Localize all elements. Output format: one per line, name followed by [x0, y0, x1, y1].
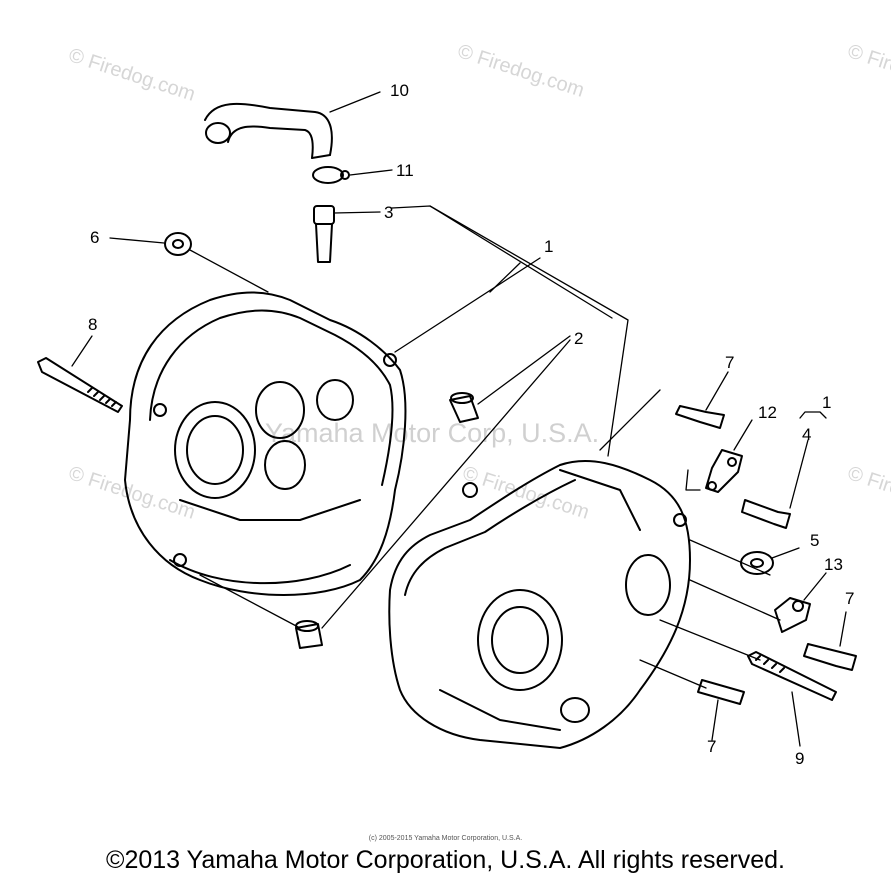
part-7-bolt	[697, 679, 745, 705]
part-7-bolt	[803, 643, 857, 671]
part-9-bolt	[747, 651, 837, 701]
callout-8: 8	[88, 315, 97, 334]
part-5-washer	[740, 551, 774, 575]
part-11-clip	[312, 166, 350, 184]
left-crankcase	[124, 291, 407, 596]
leader-lines	[71, 91, 847, 747]
part-3-fitting	[313, 205, 335, 263]
callout-7: 7	[707, 737, 716, 756]
callout-1: 1	[822, 393, 831, 412]
part-2-dowel	[449, 392, 479, 423]
part-7-bolt	[675, 405, 725, 429]
part-4-bolt	[741, 499, 791, 529]
callout-7: 7	[725, 353, 734, 372]
callout-6: 6	[90, 228, 99, 247]
callout-5: 5	[810, 531, 819, 550]
copyright-notice: ©2013 Yamaha Motor Corporation, U.S.A. A…	[106, 846, 785, 874]
callout-10: 10	[390, 81, 409, 100]
part-13-switch	[774, 597, 811, 633]
callout-4: 4	[802, 425, 811, 444]
small-credit: (c) 2005-2015 Yamaha Motor Corporation, …	[368, 835, 523, 842]
right-crankcase	[388, 459, 691, 749]
callout-1: 1	[544, 237, 553, 256]
callout-11: 11	[396, 161, 414, 180]
callout-9: 9	[795, 749, 804, 768]
callout-12: 12	[758, 403, 777, 422]
callout-3: 3	[384, 203, 393, 222]
callout-2: 2	[574, 329, 583, 348]
callout-13: 13	[824, 555, 843, 574]
part-12-bracket	[705, 449, 743, 493]
center-watermark: Yamaha Motor Corp, U.S.A.	[265, 418, 600, 448]
part-2-dowel	[295, 620, 323, 649]
part-8-bolt	[37, 357, 123, 413]
part-10-hose	[204, 102, 333, 159]
part-6-seal	[164, 232, 192, 256]
callout-7: 7	[845, 589, 854, 608]
